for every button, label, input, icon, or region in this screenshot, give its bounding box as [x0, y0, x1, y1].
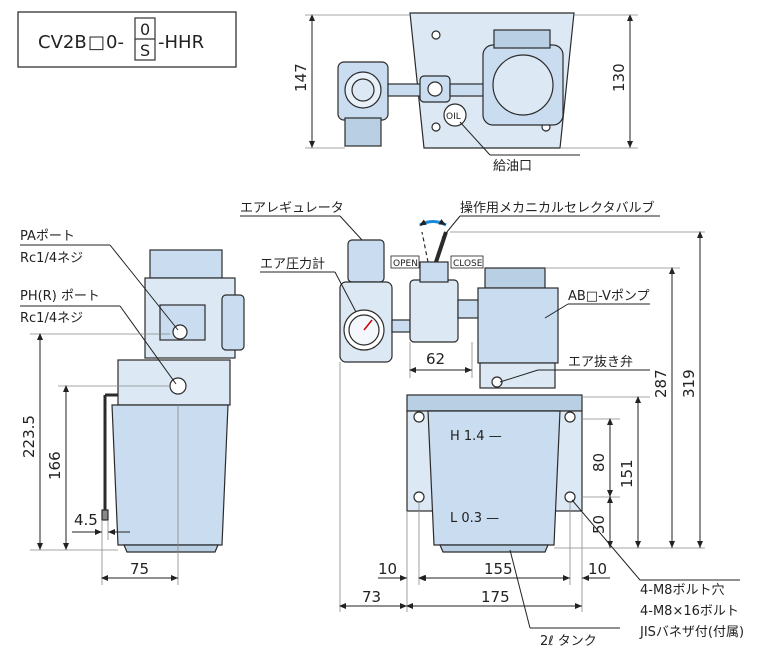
ph-thread-label: Rc1/4ネジ — [20, 311, 83, 326]
dim-130: 130 — [610, 63, 628, 92]
model-code: CV2B □ 0- 0 S -HHR — [17, 11, 237, 68]
dim-10-right: 10 — [588, 560, 607, 578]
level-high: H 1.4 — — [450, 429, 502, 444]
oil-mark: OIL — [446, 112, 461, 122]
dim-4-5: 4.5 — [74, 511, 98, 529]
model-suffix: -HHR — [158, 32, 204, 53]
dim-151: 151 — [618, 459, 636, 488]
dim-287: 287 — [652, 369, 670, 398]
air-regulator-label: エアレギュレータ — [240, 201, 344, 216]
bolt-spec-label: 4-M8×16ボルト — [640, 604, 739, 619]
dim-223-5: 223.5 — [20, 415, 38, 458]
ph-port-label: PH(R) ポート — [20, 289, 100, 304]
front-view — [339, 231, 583, 553]
oil-inlet-callout: 給油口 — [493, 159, 532, 174]
dim-80: 80 — [590, 453, 608, 472]
pump-label: AB□-Vポンプ — [568, 289, 650, 304]
dim-155: 155 — [484, 560, 513, 578]
tank-label: 2ℓ タンク — [540, 634, 597, 649]
dim-10-left: 10 — [378, 560, 397, 578]
dim-319: 319 — [680, 369, 698, 398]
level-low: L 0.3 — — [450, 511, 499, 526]
open-label: OPEN — [393, 259, 418, 269]
dim-50: 50 — [590, 515, 608, 534]
model-mid: 0- — [106, 32, 124, 53]
dim-73: 73 — [362, 588, 381, 606]
bolt-hole-label: 4-M8ボルト穴 — [640, 583, 724, 598]
pa-port-label: PAポート — [20, 229, 75, 244]
air-gauge-label: エア圧力計 — [260, 256, 325, 272]
dim-75: 75 — [130, 560, 149, 578]
top-view — [337, 12, 575, 149]
selector-valve-label: 操作用メカニカルセレクタバルブ — [460, 200, 654, 216]
model-option-top: 0 — [140, 20, 150, 39]
close-label: CLOSE — [453, 259, 483, 269]
dim-166: 166 — [46, 451, 64, 480]
pa-thread-label: Rc1/4ネジ — [20, 251, 83, 266]
air-vent-label: エア抜き弁 — [568, 354, 633, 370]
dim-175: 175 — [481, 588, 510, 606]
model-option-bottom: S — [140, 41, 150, 60]
model-box: □ — [88, 32, 105, 53]
model-prefix: CV2B — [38, 32, 87, 53]
side-view — [101, 249, 245, 553]
dim-147: 147 — [292, 63, 310, 92]
washer-label: JISバネザ付(付属) — [639, 625, 744, 640]
dim-62: 62 — [426, 350, 445, 368]
